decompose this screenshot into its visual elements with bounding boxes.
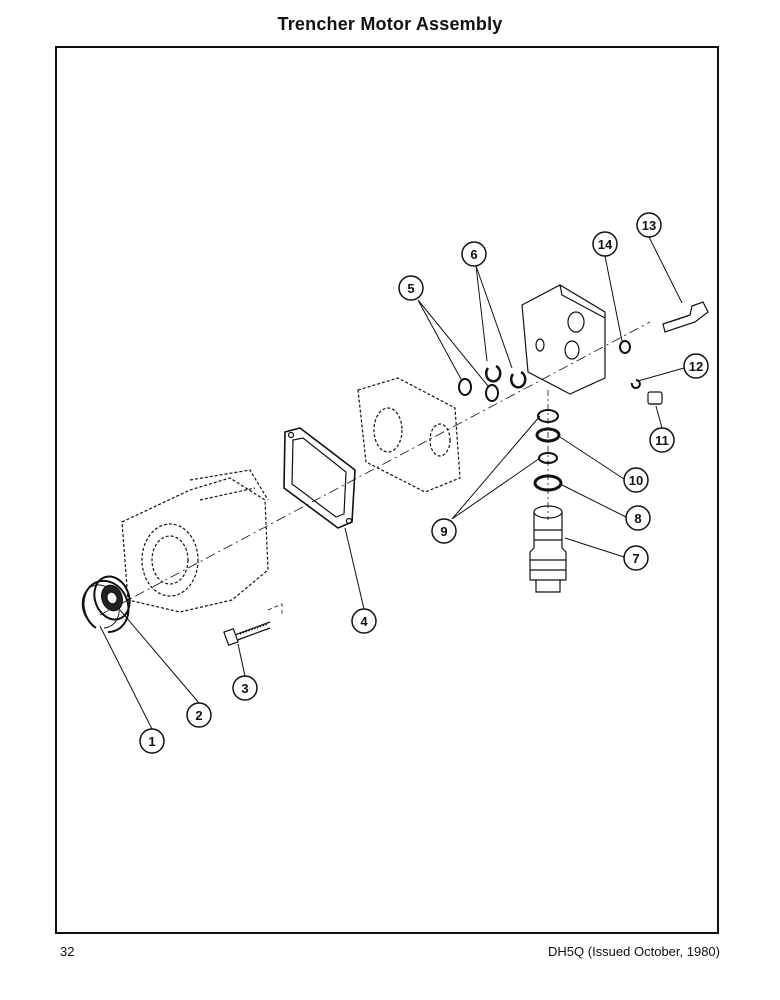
callout-1: 1 — [139, 728, 165, 754]
svg-text:2: 2 — [195, 708, 202, 723]
callout-12: 12 — [683, 353, 709, 379]
svg-text:3: 3 — [241, 681, 248, 696]
svg-text:10: 10 — [629, 473, 643, 488]
svg-text:4: 4 — [360, 614, 368, 629]
callout-5: 5 — [398, 275, 424, 301]
svg-text:9: 9 — [440, 524, 447, 539]
callout-11: 11 — [649, 427, 675, 453]
valve-block-part — [521, 284, 606, 395]
svg-text:11: 11 — [655, 433, 669, 448]
cap-screw-part — [662, 301, 709, 333]
callout-2: 2 — [186, 702, 212, 728]
page-number: 32 — [60, 944, 75, 959]
gasket-part — [283, 427, 356, 529]
svg-text:14: 14 — [598, 237, 613, 252]
svg-text:13: 13 — [642, 218, 656, 233]
o-ring-pair-part — [485, 364, 527, 389]
callout-8: 8 — [625, 505, 651, 531]
washer-pair-part — [458, 378, 499, 402]
lock-washer-part — [619, 340, 631, 354]
svg-text:12: 12 — [689, 359, 703, 374]
seal-washer-part — [93, 575, 131, 621]
callout-6: 6 — [461, 241, 487, 267]
callout-4: 4 — [351, 608, 377, 634]
callout-3: 3 — [232, 675, 258, 701]
document-reference: DH5Q (Issued October, 1980) — [548, 944, 720, 959]
svg-text:1: 1 — [148, 734, 155, 749]
diagram-frame — [55, 46, 719, 934]
cap-screw-long-part — [223, 603, 283, 647]
plug-part — [647, 391, 663, 405]
callout-14: 14 — [592, 231, 618, 257]
callout-7: 7 — [623, 545, 649, 571]
svg-text:6: 6 — [470, 247, 477, 262]
port-body-part — [357, 377, 461, 493]
motor-housing-part — [121, 469, 269, 613]
o-ring-small-part — [535, 427, 561, 443]
backup-rings-part — [537, 409, 559, 464]
callout-13: 13 — [636, 212, 662, 238]
centerline — [99, 321, 651, 616]
o-ring-large-part — [533, 474, 563, 492]
svg-text:7: 7 — [632, 551, 639, 566]
callout-9: 9 — [431, 518, 457, 544]
valve-cartridge-part — [529, 505, 567, 593]
svg-text:8: 8 — [634, 511, 641, 526]
svg-text:5: 5 — [407, 281, 414, 296]
callout-10: 10 — [623, 467, 649, 493]
page-title: Trencher Motor Assembly — [277, 14, 503, 34]
